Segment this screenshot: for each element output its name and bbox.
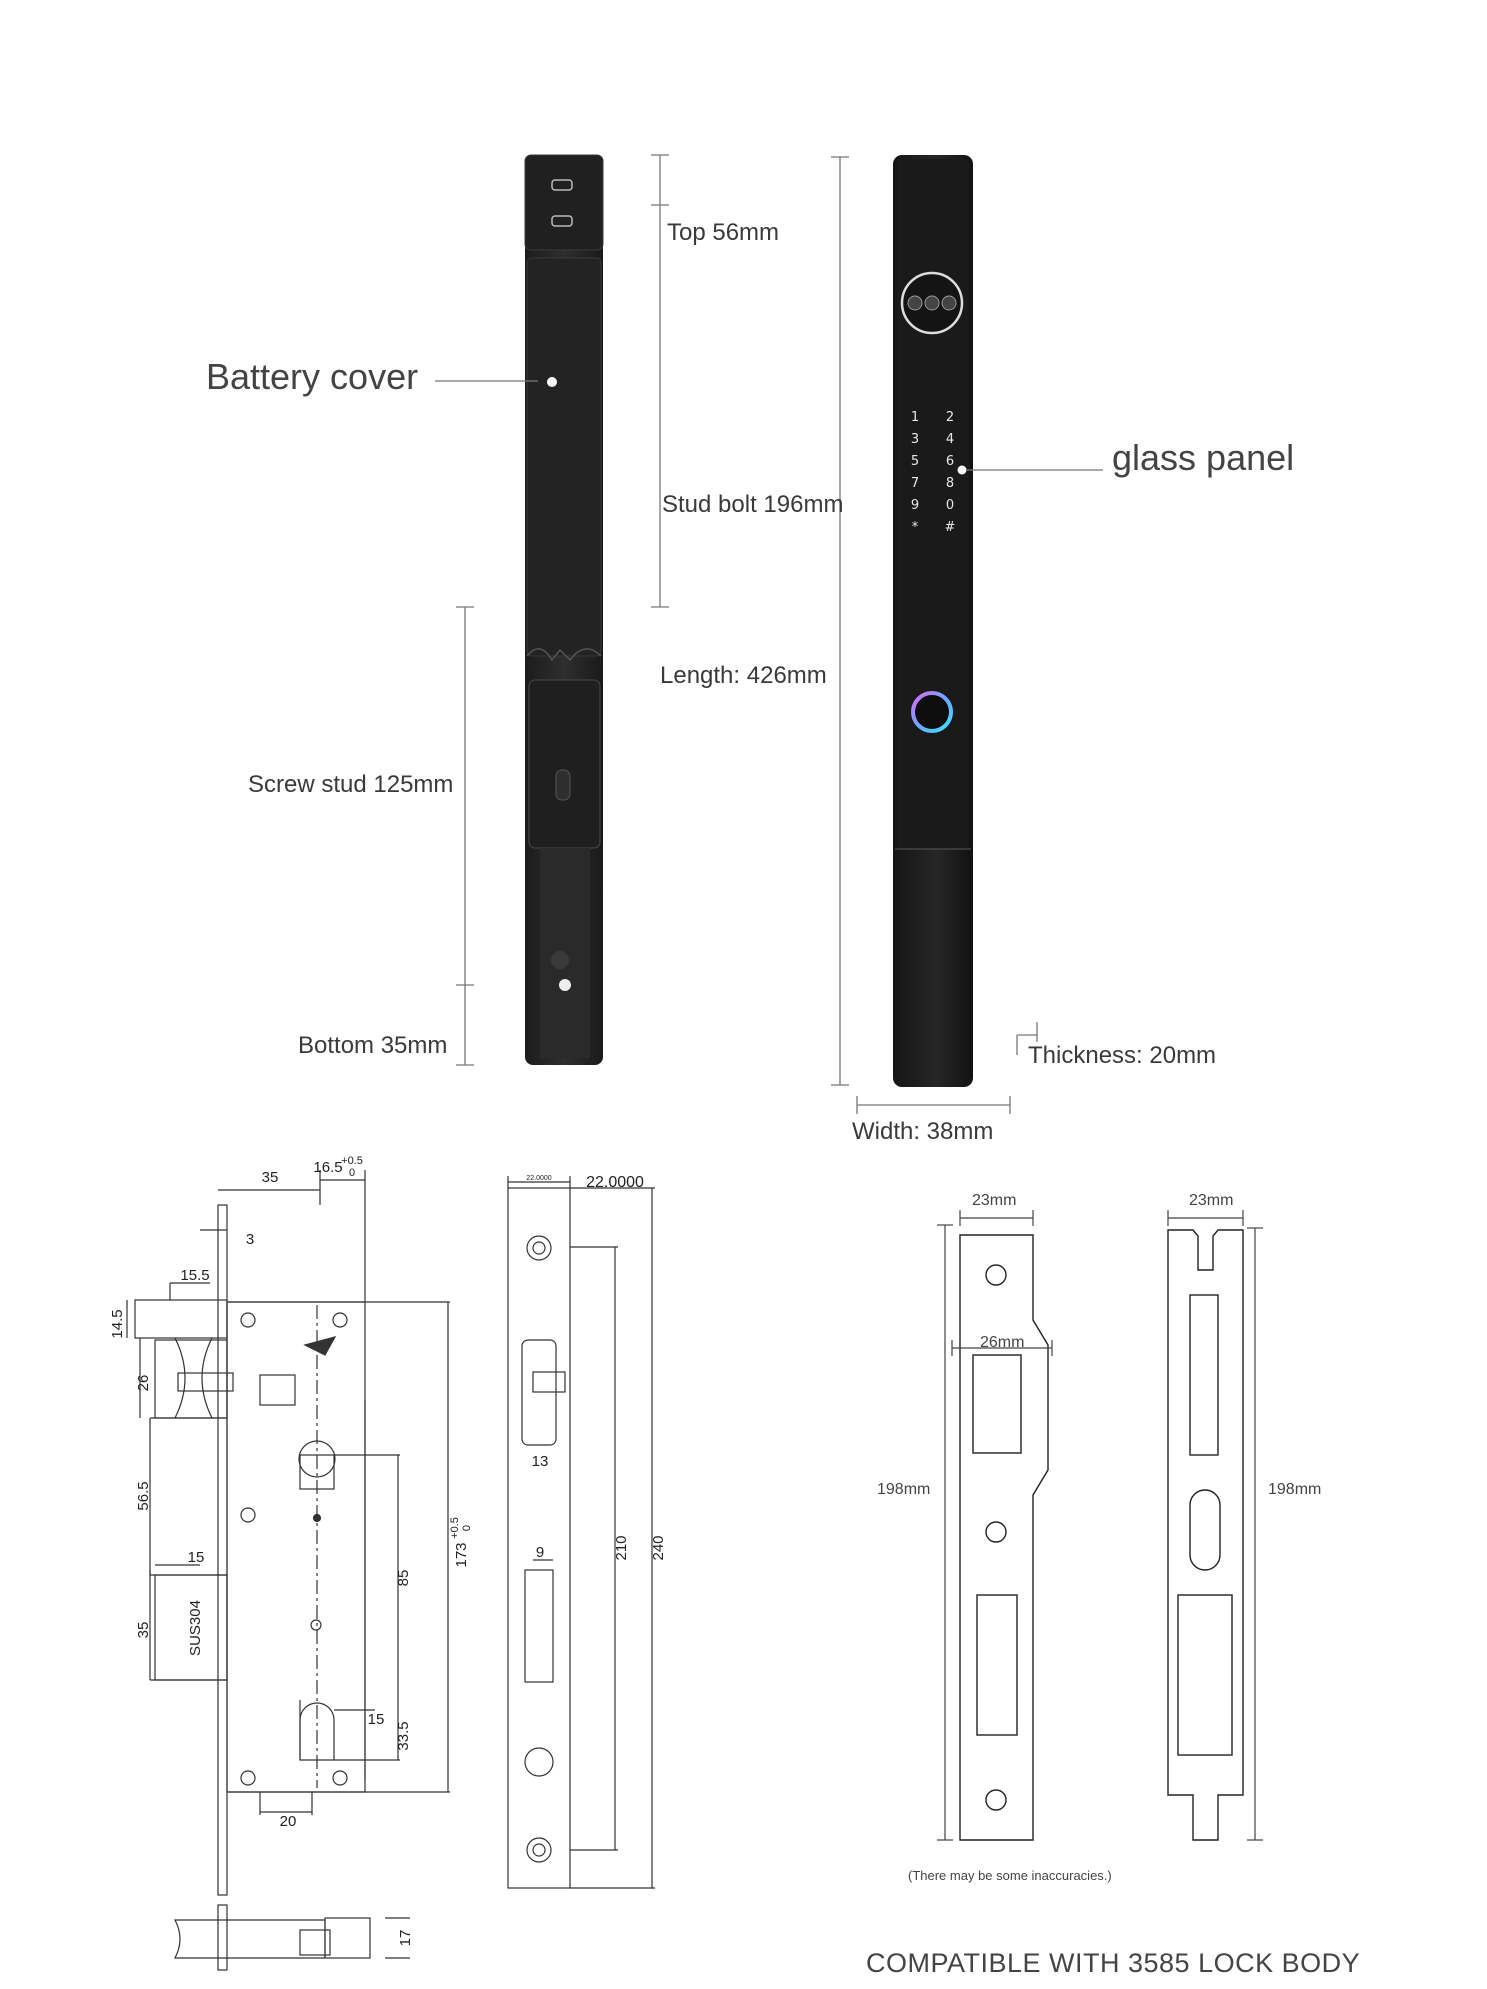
faceplate-dimensions: 22.0000 22.0000 13 9 210 240 (526, 1174, 667, 1561)
dim-173-tol2: 0 (461, 1525, 473, 1531)
dim-173-tol: +0.5 (449, 1517, 461, 1539)
lock-back-view (524, 154, 604, 1065)
screw-stud-label: Screw stud 125mm (248, 771, 454, 798)
thickness-label: Thickness: 20mm (1028, 1042, 1217, 1069)
lock-body-drawing (126, 1170, 450, 1971)
dim-26: 26 (135, 1375, 152, 1392)
width-label: Width: 38mm (852, 1118, 994, 1145)
compatibility-footer: COMPATIBLE WITH 3585 LOCK BODY (866, 1948, 1361, 1978)
dim-16-5: 16.5 (313, 1159, 342, 1176)
glass-panel-label: glass panel (1112, 437, 1295, 478)
lock-front-view: 1 3 5 7 9 * 2 4 6 8 0 # (893, 155, 973, 1087)
faceplate-dim-210: 210 (613, 1535, 630, 1560)
dimension-lines (435, 154, 1103, 1114)
key-7: 7 (911, 476, 919, 491)
dim-16-5-tol2: 0 (349, 1167, 355, 1179)
key-6: 6 (946, 454, 954, 469)
dim-15-a: 15 (188, 1549, 205, 1566)
key-2: 2 (946, 410, 954, 425)
faceplate-dim-9: 9 (536, 1544, 544, 1561)
strike-height-left: 198mm (877, 1481, 931, 1498)
dim-3: 3 (246, 1231, 254, 1248)
key-1: 1 (911, 410, 919, 425)
dim-56-5: 56.5 (135, 1481, 152, 1510)
dim-15-b: 15 (368, 1711, 385, 1728)
dim-35-b: 35 (135, 1622, 152, 1639)
dim-33-5: 33.5 (395, 1721, 412, 1750)
strike-dimension-lines (937, 1210, 1263, 1841)
faceplate-drawing (507, 1176, 655, 1889)
dim-85: 85 (395, 1570, 412, 1587)
key-hash: # (945, 520, 956, 535)
faceplate-top-small: 22.0000 (526, 1175, 551, 1182)
dim-15-5: 15.5 (180, 1267, 209, 1284)
strike-width-right: 23mm (1189, 1192, 1234, 1209)
fingerprint-sensor (911, 691, 953, 733)
key-8: 8 (946, 476, 954, 491)
glass-panel-marker (957, 465, 967, 475)
faceplate-dim-240: 240 (650, 1535, 667, 1560)
top-dimension-label: Top 56mm (667, 219, 780, 246)
strike-height-right: 198mm (1268, 1481, 1322, 1498)
key-0: 0 (946, 498, 954, 513)
dim-35: 35 (262, 1169, 279, 1186)
key-9: 9 (911, 498, 919, 513)
battery-cover-label: Battery cover (206, 356, 419, 397)
bottom-dimension-label: Bottom 35mm (298, 1032, 448, 1059)
dim-17: 17 (397, 1930, 414, 1947)
strike-width-left: 23mm (972, 1192, 1017, 1209)
material-label: SUS304 (187, 1600, 204, 1656)
battery-cover-marker (547, 377, 557, 387)
strike-width-mid: 26mm (980, 1334, 1025, 1351)
dim-14-5: 14.5 (109, 1309, 126, 1338)
stud-bolt-label: Stud bolt 196mm (662, 491, 844, 518)
key-3: 3 (911, 432, 919, 447)
inaccuracy-note: (There may be some inaccuracies.) (908, 1868, 1112, 1883)
faceplate-top-dim: 22.0000 (586, 1174, 644, 1191)
length-label: Length: 426mm (660, 662, 827, 689)
keypad: 1 3 5 7 9 * 2 4 6 8 0 # (911, 410, 956, 535)
key-star: * (912, 520, 919, 535)
dim-173: 173 (453, 1542, 470, 1567)
key-5: 5 (911, 454, 919, 469)
dim-20: 20 (280, 1813, 297, 1830)
strike-plates (959, 1229, 1244, 1841)
dim-16-5-tol: +0.5 (341, 1155, 363, 1167)
faceplate-dim-13: 13 (532, 1453, 549, 1470)
key-4: 4 (946, 432, 954, 447)
lock-body-dimensions: 35 16.5 +0.5 0 3 15.5 14.5 26 56.5 15 35… (109, 1155, 473, 1946)
